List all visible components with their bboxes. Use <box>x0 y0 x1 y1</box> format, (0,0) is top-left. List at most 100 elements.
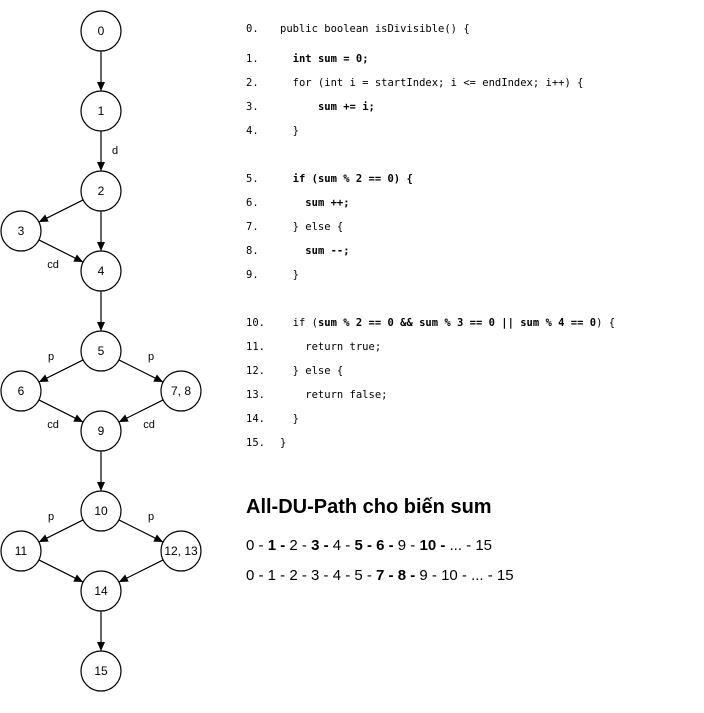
code-line: 12. } else { <box>246 364 343 378</box>
node-circle <box>80 10 122 52</box>
edge-n3-n4 <box>38 239 84 263</box>
graph-node: 12, 13 <box>160 530 202 572</box>
node-circle <box>80 490 122 532</box>
node-circle <box>80 90 122 132</box>
line-number: 1. <box>246 53 259 65</box>
code-line: 7. } else { <box>246 220 343 234</box>
du-path-segment: 5 - 6 - <box>354 537 398 554</box>
du-path-segment: 3 - <box>311 537 333 554</box>
node-label: 0 <box>98 24 105 38</box>
code-line: 13. return false; <box>246 388 387 402</box>
code-line: 5. if (sum % 2 == 0) { <box>246 172 413 186</box>
code-text: for (int i = startIndex; i <= endIndex; … <box>280 77 584 89</box>
du-path-line-1: 0 - 1 - 2 - 3 - 4 - 5 - 6 - 9 - 10 - ...… <box>246 537 492 554</box>
code-text: } else { <box>280 221 344 233</box>
line-number: 3. <box>246 101 259 113</box>
node-circle <box>0 530 42 572</box>
edge-label: cd <box>47 419 59 431</box>
code-text: } <box>280 125 299 137</box>
graph-node: 2 <box>80 170 122 212</box>
graph-node: 4 <box>80 250 122 292</box>
line-number: 9. <box>246 269 259 281</box>
node-circle <box>80 170 122 212</box>
code-text: if (sum % 2 == 0) { <box>292 173 413 185</box>
code-line: 0.public boolean isDivisible() { <box>246 22 470 36</box>
code-line: 11. return true; <box>246 340 381 354</box>
node-circle <box>80 250 122 292</box>
du-path-title: All-DU-Path cho biến sum <box>246 496 492 518</box>
edge-label: d <box>112 145 118 157</box>
du-path-segment: 0 - <box>246 537 268 554</box>
node-label: 7, 8 <box>171 384 191 398</box>
line-number: 2. <box>246 77 259 89</box>
node-label: 15 <box>94 664 108 678</box>
du-path-line-2: 0 - 1 - 2 - 3 - 4 - 5 - 7 - 8 - 9 - 10 -… <box>246 567 514 584</box>
graph-node: 15 <box>80 650 122 692</box>
graph-node: 1 <box>80 90 122 132</box>
code-line: 10. if (sum % 2 == 0 && sum % 3 == 0 || … <box>246 316 615 330</box>
graph-node: 14 <box>80 570 122 612</box>
edge-label: p <box>148 511 154 523</box>
code-text: } else { <box>280 365 344 377</box>
edge-n10-n11 <box>38 519 84 543</box>
line-number: 6. <box>246 197 259 209</box>
node-circle <box>0 370 42 412</box>
du-path-segment: 1 - <box>267 537 290 554</box>
code-text: int sum = 0; <box>292 53 369 65</box>
line-number: 4. <box>246 125 259 137</box>
code-line: 14. } <box>246 412 299 426</box>
node-label: 12, 13 <box>164 544 198 558</box>
edge-n5-n78 <box>118 359 164 383</box>
code-text: } <box>280 413 299 425</box>
code-text: return false; <box>280 389 388 401</box>
du-path-segment: 7 - 8 - <box>376 567 420 584</box>
code-line: 3. sum += i; <box>246 100 375 114</box>
code-line: 8. sum --; <box>246 244 350 258</box>
node-label: 11 <box>15 544 28 558</box>
du-path-segment: 2 - <box>289 537 312 554</box>
du-path-segment: ... - 15 <box>449 537 493 554</box>
edge-n1213-n14 <box>118 559 164 583</box>
graph-node: 11 <box>0 530 42 572</box>
line-number: 5. <box>246 173 259 185</box>
du-path-segment: 9 - 10 - ... - 15 <box>419 567 514 584</box>
graph-node: 5 <box>80 330 122 372</box>
node-label: 4 <box>98 264 105 278</box>
node-label: 10 <box>94 504 108 518</box>
node-circle <box>0 210 42 252</box>
edge-label: p <box>48 351 54 363</box>
graph-node: 7, 8 <box>160 370 202 412</box>
du-path-segment: 10 - <box>419 537 450 554</box>
node-circle <box>160 370 202 412</box>
line-number: 0. <box>246 23 259 35</box>
node-label: 3 <box>18 224 25 238</box>
du-path-segment: 4 - <box>332 537 355 554</box>
code-text: sum --; <box>305 245 350 257</box>
node-circle <box>80 410 122 452</box>
graph-node: 9 <box>80 410 122 452</box>
code-line: 4. } <box>246 124 299 138</box>
code-text: return true; <box>280 341 382 353</box>
line-number: 13. <box>246 389 265 401</box>
edge-n6-n9 <box>38 399 84 423</box>
line-number: 10. <box>246 317 265 329</box>
edge-label: p <box>148 351 154 363</box>
edge-n5-n6 <box>38 359 84 383</box>
code-text: } <box>280 437 287 449</box>
code-line: 1. int sum = 0; <box>246 52 369 66</box>
edge-n2-n3 <box>38 199 84 223</box>
edge-n10-n1213 <box>118 519 164 543</box>
code-text: sum ++; <box>305 197 350 209</box>
edge-n78-n9 <box>118 399 164 423</box>
node-circle <box>160 530 202 572</box>
graph-node: 6 <box>0 370 42 412</box>
node-circle <box>80 650 122 692</box>
node-label: 1 <box>98 104 105 118</box>
edge-label: p <box>48 511 54 523</box>
line-number: 11. <box>246 341 265 353</box>
line-number: 14. <box>246 413 265 425</box>
node-circle <box>80 570 122 612</box>
node-circle <box>80 330 122 372</box>
line-number: 15. <box>246 437 265 449</box>
